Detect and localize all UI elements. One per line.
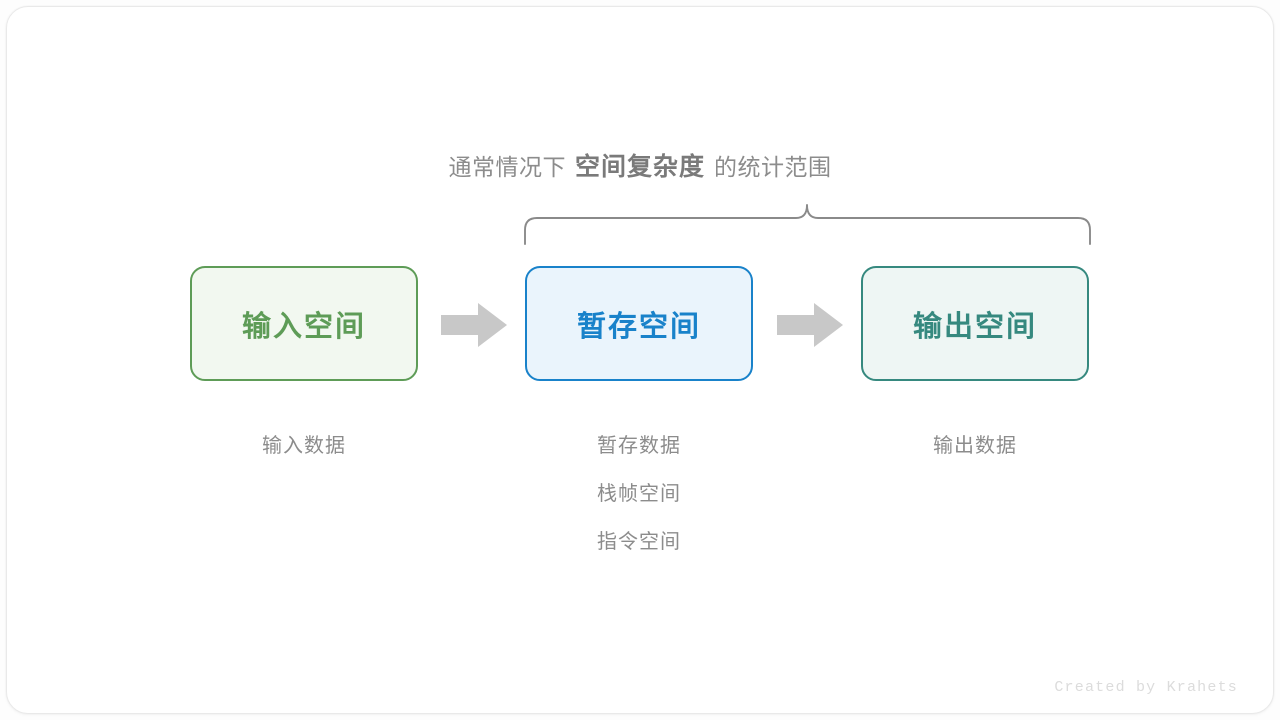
heading-suffix: 的统计范围 [714, 154, 832, 180]
credit-text: Created by Krahets [1054, 679, 1238, 696]
arrow-temp-to-output [777, 303, 843, 347]
caption-line: 暂存数据 [597, 435, 681, 457]
output-captions: 输出数据 [861, 422, 1089, 470]
box-input-space-label: 输入空间 [241, 310, 366, 343]
box-temp-space-label: 暂存空间 [576, 310, 701, 343]
arrow-input-to-temp [441, 303, 507, 347]
caption-line: 指令空间 [597, 531, 681, 553]
box-output-space[interactable]: 输出空间 [861, 266, 1089, 381]
box-output-space-label: 输出空间 [912, 310, 1037, 343]
box-temp-space[interactable]: 暂存空间 [525, 266, 753, 381]
caption-row: 输入数据 暂存数据 栈帧空间 指令空间 输出数据 [0, 422, 1280, 562]
figure-heading: 通常情况下空间复杂度的统计范围 [0, 150, 1280, 184]
curly-brace-icon [524, 204, 1091, 245]
heading-emphasis: 空间复杂度 [574, 153, 705, 181]
arrow-right-icon [777, 303, 843, 347]
scope-brace [515, 196, 1100, 252]
caption-line: 栈帧空间 [597, 483, 681, 505]
box-input-space[interactable]: 输入空间 [190, 266, 418, 381]
caption-line: 输出数据 [933, 435, 1017, 457]
caption-line: 输入数据 [262, 435, 346, 457]
arrow-right-icon [441, 303, 507, 347]
heading-prefix: 通常情况下 [448, 154, 566, 180]
temp-captions: 暂存数据 栈帧空间 指令空间 [525, 422, 753, 566]
input-captions: 输入数据 [190, 422, 418, 470]
